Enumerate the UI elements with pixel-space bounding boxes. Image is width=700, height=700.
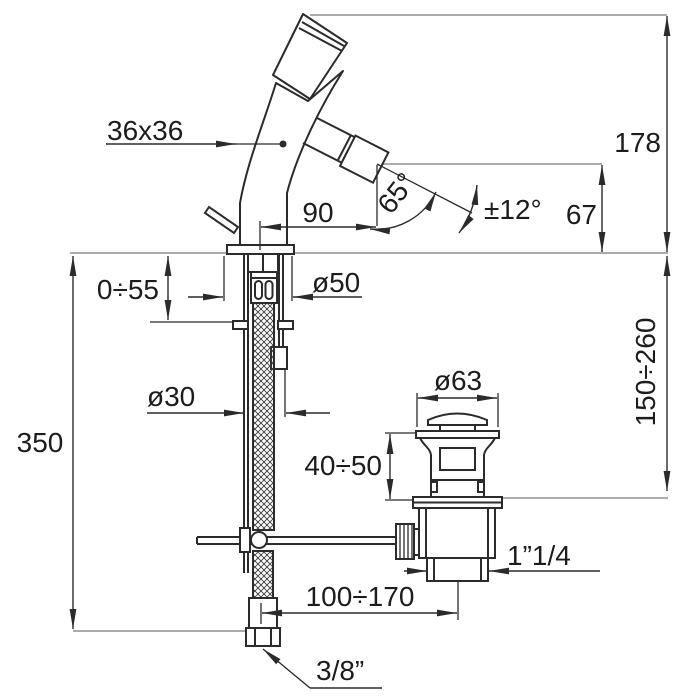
supply-hex-nut [245, 627, 281, 647]
label-mount-thickness: 0÷55 [97, 274, 159, 305]
label-waste-drop: 150÷260 [630, 318, 661, 427]
label-total-height: 178 [614, 127, 661, 158]
label-handle-section: 36x36 [107, 115, 183, 146]
spout-joint [337, 134, 352, 161]
coupling-slot [264, 280, 274, 300]
construction-lines [70, 14, 668, 632]
label-shank-diameter: ø30 [147, 381, 195, 412]
linkage-ball-joint [250, 531, 268, 549]
waste-cap [427, 412, 488, 426]
label-spout-angle: 65° [371, 167, 421, 219]
label-waste-body-height: 40÷50 [304, 450, 382, 481]
handle-cap-line [298, 27, 343, 52]
waste-slot [477, 481, 485, 493]
linkage-knurled-nut [395, 523, 415, 560]
waste-outlet-pipe [426, 557, 489, 582]
clamp-tab [277, 320, 294, 330]
label-hose-drop: 350 [17, 427, 64, 458]
flexible-supply-hose [252, 302, 275, 531]
waste-slot [430, 481, 438, 493]
waste-window [439, 447, 476, 471]
label-linkage-offset: 100÷170 [306, 581, 415, 612]
label-outlet-thread: 1”1/4 [507, 540, 571, 571]
handle-cap-line [301, 21, 345, 47]
coupling-slot [254, 280, 263, 300]
temperature-lever [203, 205, 240, 235]
leader-dot [279, 140, 287, 148]
label-supply-thread: 3/8” [316, 655, 364, 686]
label-base-diameter: ø50 [312, 267, 360, 298]
label-waste-cap-dia: ø63 [434, 365, 482, 396]
aerator [338, 134, 390, 185]
spout-axis-line [376, 163, 473, 214]
faucet-handle [272, 13, 348, 100]
under-deck-assembly [196, 253, 424, 647]
label-spout-reach: 90 [302, 197, 333, 228]
leader-supply-thread [262, 648, 311, 689]
dim-spout-angle-arc [369, 191, 437, 235]
flexible-supply-hose [252, 550, 274, 599]
linkage-clamp [239, 527, 251, 553]
label-swivel-range: ±12° [484, 194, 542, 225]
waste-top-flange [415, 430, 500, 439]
clamp-tab [232, 320, 249, 330]
dimension-lines [69, 16, 671, 689]
pop-up-waste [412, 412, 503, 582]
dim-swivel-arc [458, 184, 479, 234]
faucet-body [239, 70, 344, 248]
faucet [203, 13, 390, 255]
dimension-labels: 36x36 90 65° ±12° 67 178 0÷55 ø50 ø30 35… [17, 115, 661, 686]
waste-housing [418, 507, 496, 559]
label-spout-height: 67 [566, 199, 597, 230]
